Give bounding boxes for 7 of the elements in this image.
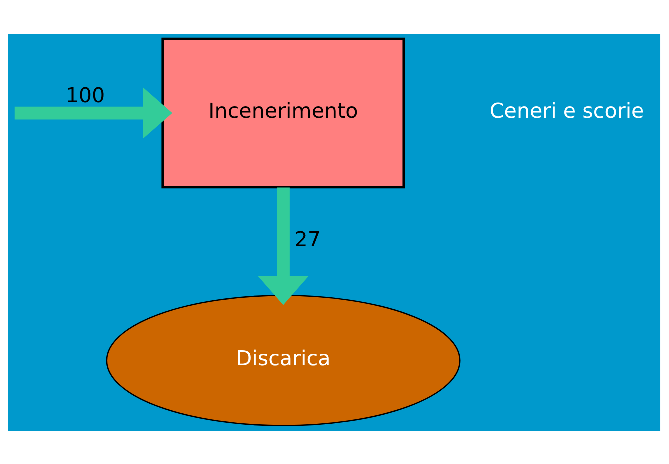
edge-label: 100 [66,83,106,108]
label: Ceneri e scorie [490,98,644,123]
node-ellipse: Discarica [106,294,461,426]
arrow [14,87,173,138]
edge-label: 27 [294,226,322,251]
arrow [258,187,309,305]
node-box: Incenerimento [162,37,406,188]
